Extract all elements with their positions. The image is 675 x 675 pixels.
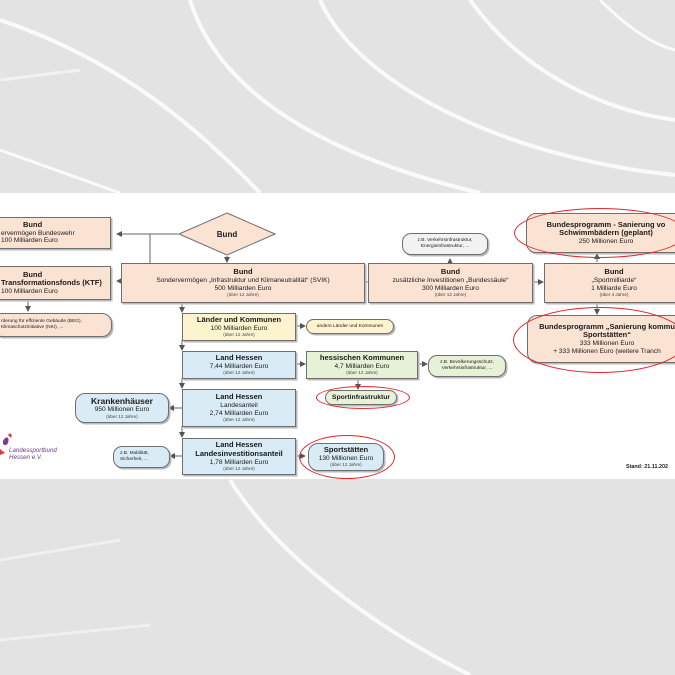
kommunen-amount: 4,7 Milliarden Euro [334,362,390,370]
laender-title: Länder und Kommunen [196,315,282,325]
sportstaetten-bund-highlight [513,307,675,373]
landesanteil-box: Land Hessen Landesanteil 2,74 Milliarden… [182,389,296,427]
kommunen-note-line1: z.B. Bevölkerungsschutz, [440,360,494,366]
krankenhaeuser-period: (über 12 Jahre) [106,414,138,420]
bundessaeule-amount: 300 Milliarden Euro [422,284,479,292]
ktf-note-line2: Klimaschutzinitiative (NKI), ... [1,325,64,330]
landessportbund-logo-text: Landessportbund Hessen e.V. [9,447,57,462]
landesanteil-title: Land Hessen [215,392,263,402]
svik-box: Bund Sondervermögen „Infrastruktur und K… [121,263,365,303]
kommunen-title: hessischen Kommunen [319,353,405,363]
ktf-amount: 100 Milliarden Euro [1,287,58,295]
landessportbund-logo-icon [0,433,12,455]
sportstaetten-highlight [299,435,395,479]
sportmilliarde-period: (über 4 Jahre) [599,292,629,298]
kommunen-note-pill: z.B. Bevölkerungsschutz, Verkehrsinfrast… [428,355,506,377]
bundessaeule-title: Bund [440,267,461,277]
andere-laender-note-text: andere Länder und Kommunen [316,323,384,329]
lia-title: Land Hessen [215,440,263,450]
bundeswehr-amount: 100 Milliarden Euro [1,237,58,245]
land-hessen-period: (über 12 Jahre) [223,370,255,376]
sportmilliarde-amount: 1 Milliarde Euro [591,284,637,292]
bundessaeule-note-line1: z.B. Verkehrsinfrastruktur, [417,238,473,244]
kommunen-period: (über 12 Jahre) [346,370,378,376]
land-hessen-box: Land Hessen 7,44 Milliarden Euro (über 1… [182,351,296,379]
bund-decision-diamond [178,212,276,256]
sportmilliarde-name: „Sportmilliarde“ [591,277,637,285]
sportinfrastruktur-highlight [316,386,410,409]
funding-diagram-panel: Bund Bund ervermögen Bundeswehr 100 Mill… [0,193,675,479]
laender-kommunen-box: Länder und Kommunen 100 Milliarden Euro … [182,313,296,341]
land-hessen-title: Land Hessen [215,353,263,363]
bundessaeule-box: Bund zusätzliche Investitionen „Bundessä… [368,263,533,303]
krankenhaeuser-pill: Krankenhäuser 950 Millionen Euro (über 1… [75,393,169,423]
svik-name: Sondervermögen „Infrastruktur und Kliman… [156,277,330,285]
krankenhaeuser-title: Krankenhäuser [91,395,153,406]
land-hessen-amount: 7,44 Milliarden Euro [209,362,269,370]
laender-amount: 100 Milliarden Euro [210,324,268,332]
bundessaeule-period: (über 12 Jahre) [434,292,467,298]
andere-laender-note-pill: andere Länder und Kommunen [306,319,394,334]
bundeswehr-name: ervermögen Bundeswehr [1,229,75,237]
logo-line1: Landessportbund [9,447,57,454]
ktf-note-pill: rderung für effiziente Gebäude (BEG), Kl… [0,313,112,337]
ktf-note-line1: rderung für effiziente Gebäude (BEG), [1,319,82,325]
svik-amount: 500 Milliarden Euro [214,284,272,292]
ktf-box: Bund Transformationsfonds (KTF) 100 Mill… [0,266,111,300]
sportmilliarde-title: Bund [604,267,624,277]
svik-title: Bund [233,267,253,277]
hessische-kommunen-box: hessischen Kommunen 4,7 Milliarden Euro … [306,351,418,379]
ktf-title: Bund [23,269,43,279]
bund-diamond-label: Bund [216,229,238,239]
logo-line2: Hessen e.V. [9,454,43,462]
sportmilliarde-box: Bund „Sportmilliarde“ 1 Milliarde Euro (… [544,263,675,303]
landesanteil-name: Landesanteil [220,402,258,410]
schwimmbaeder-highlight [514,208,675,258]
bundeswehr-title: Bund [23,220,43,230]
lia-period: (über 12 Jahre) [223,466,255,472]
lia-note-line1: z.B. Mobilität, [120,451,149,457]
bundessaeule-note-line2: Energieinfrastruktur, ... [420,244,470,249]
landesanteil-period: (über 12 Jahre) [223,417,255,423]
ktf-name: Transformationsfonds (KTF) [1,278,102,288]
lia-name: Landesinvestitionsanteil [195,449,283,459]
landesanteil-amount: 2,74 Milliarden Euro [209,409,269,417]
lia-amount: 1,78 Milliarden Euro [209,458,269,466]
bundessaeule-name: zusätzliche Investitionen „Bundessäule“ [392,277,509,285]
svik-period: (über 12 Jahre) [227,292,259,298]
kommunen-note-line2: Verkehrsinfrastruktur, ... [441,366,493,371]
landesinvestitionsanteil-box: Land Hessen Landesinvestitionsanteil 1,7… [182,438,296,475]
bundeswehr-box: Bund ervermögen Bundeswehr 100 Milliarde… [0,217,111,249]
stand-date: Stand: 21.11.202 [626,464,668,470]
laender-period: (über 12 Jahre) [223,332,255,338]
lia-note-pill: z.B. Mobilität, Sicherheit, ... [113,446,170,468]
bundessaeule-note-pill: z.B. Verkehrsinfrastruktur, Energieinfra… [402,233,488,255]
krankenhaeuser-amount: 950 Millionen Euro [94,406,150,414]
lia-note-line2: Sicherheit, ... [120,457,148,462]
